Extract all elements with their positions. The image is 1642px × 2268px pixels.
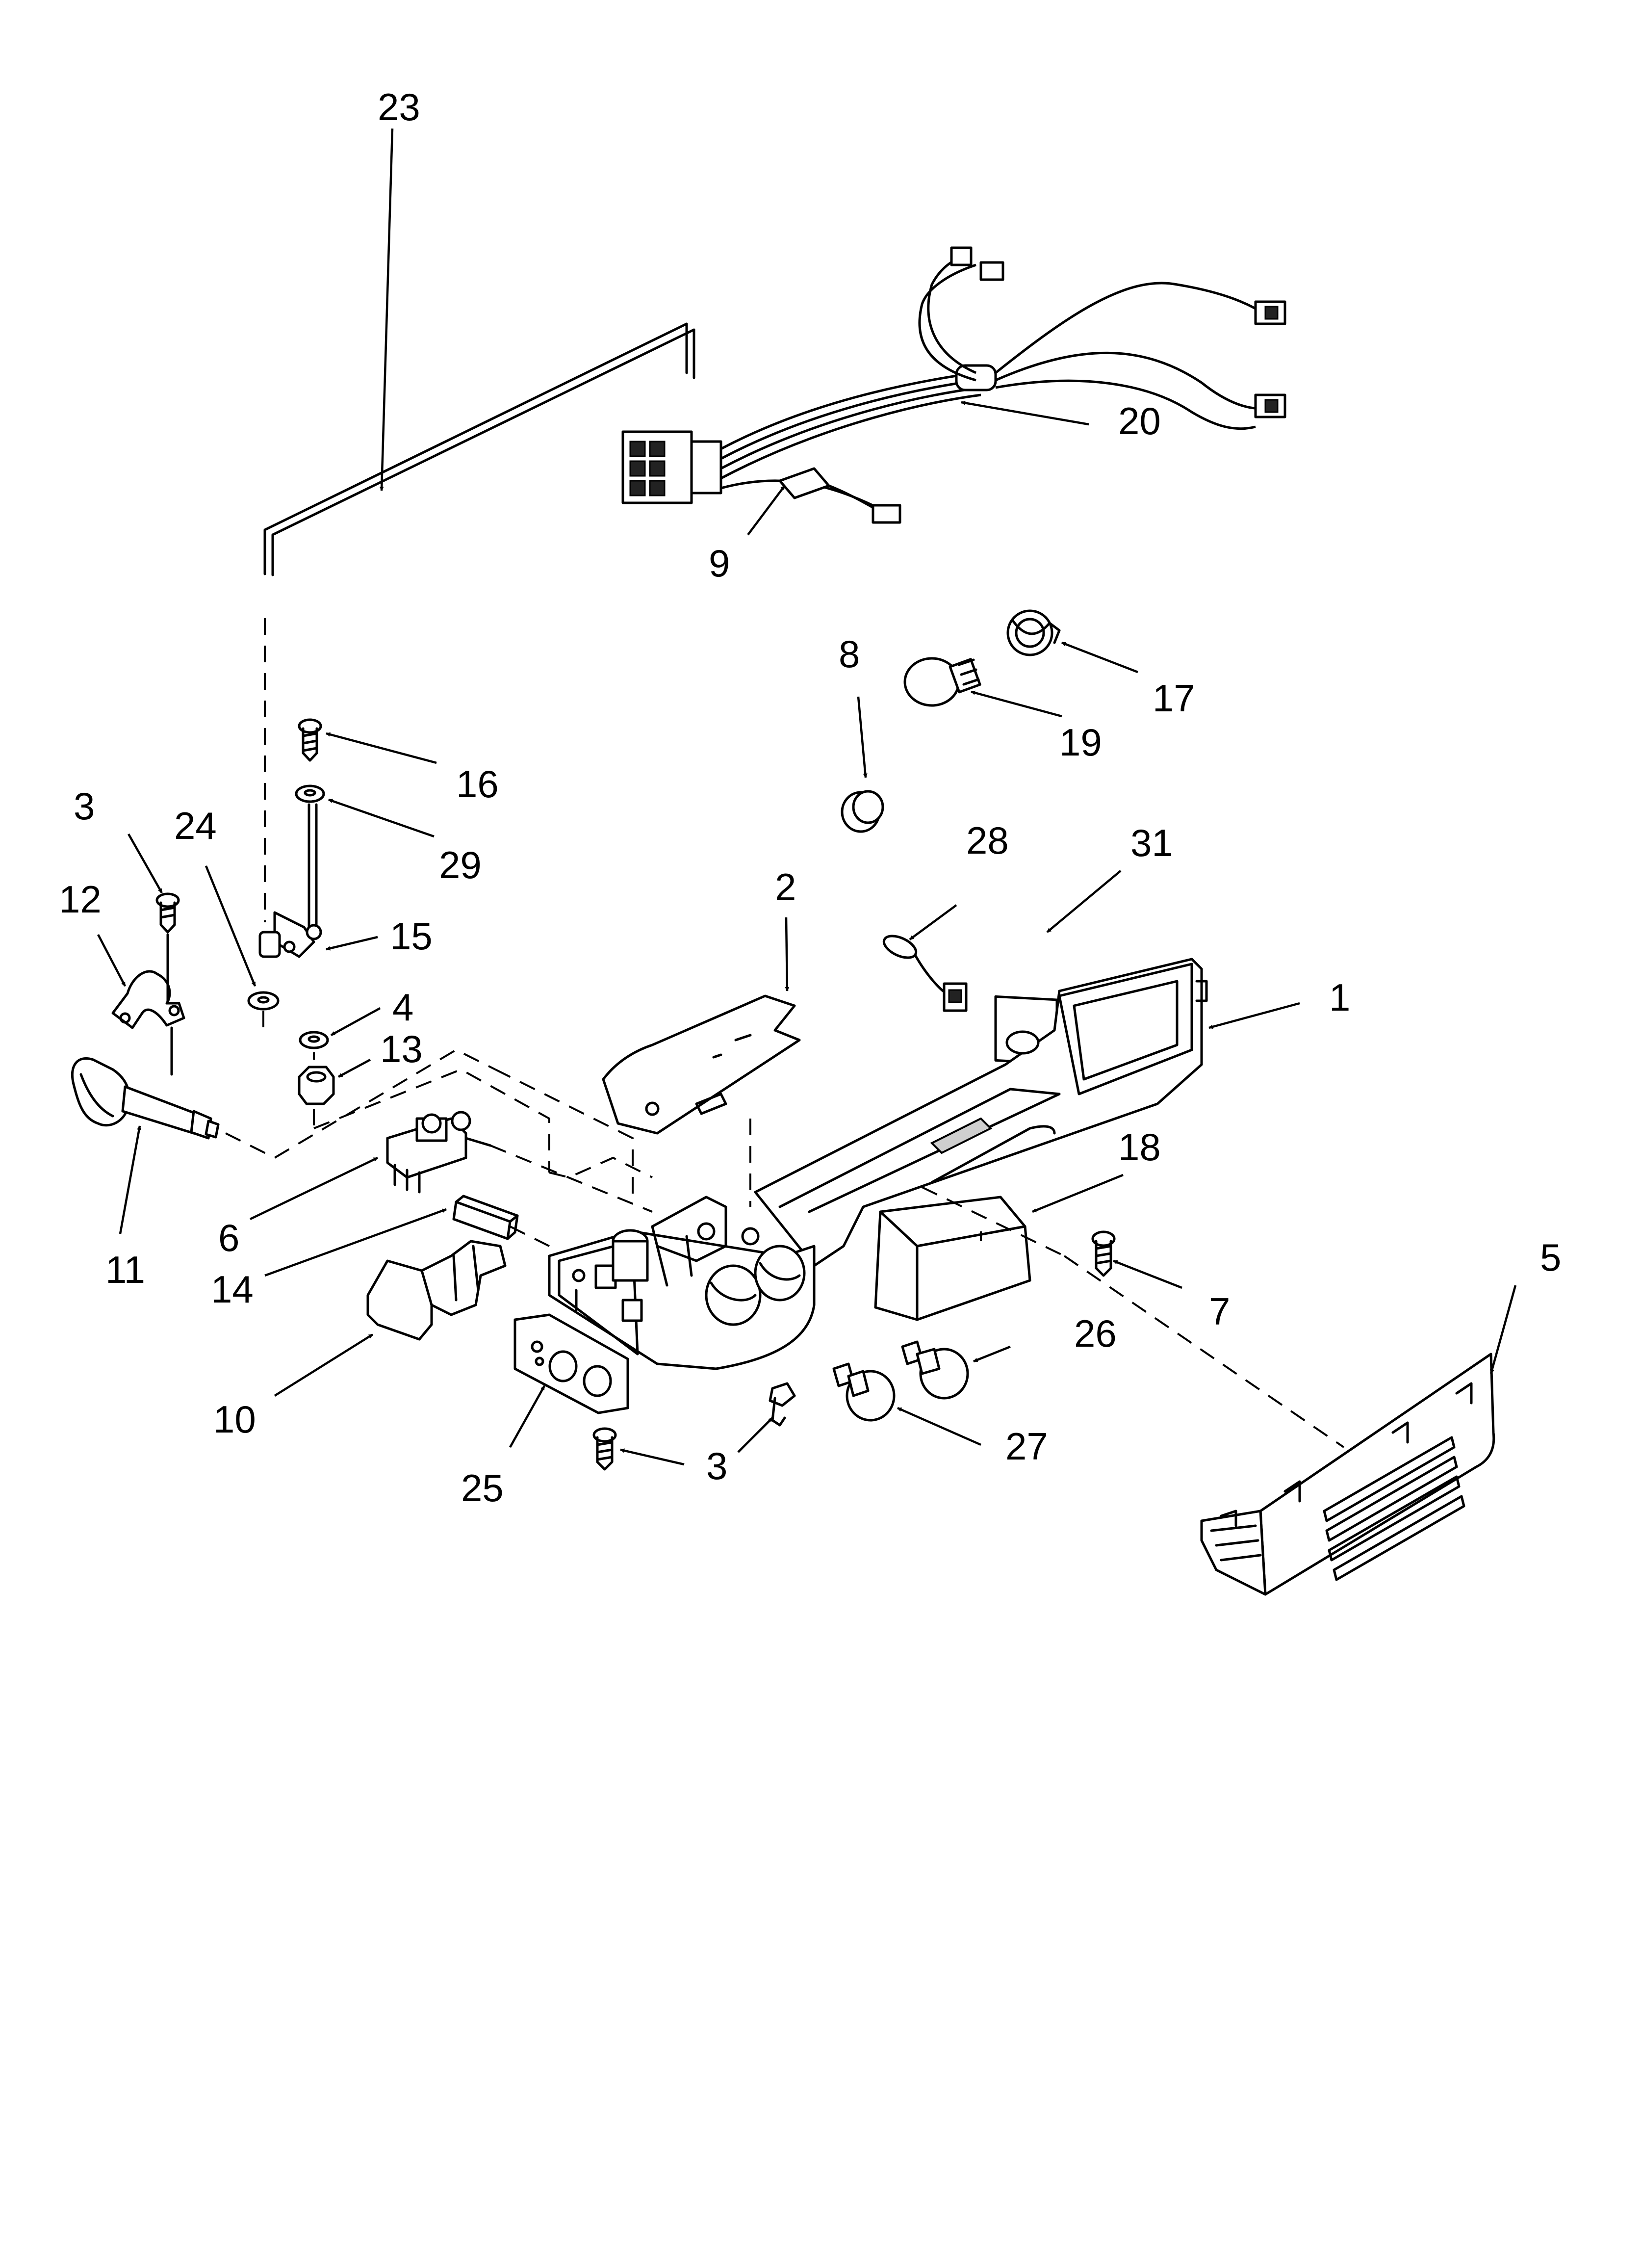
part-25-panel — [513, 1313, 629, 1414]
callout-31: 31 — [1130, 821, 1173, 864]
part-19-light-bulb — [903, 657, 981, 707]
part-27-knob — [832, 1362, 896, 1422]
part-14-bar — [452, 1195, 519, 1240]
callout-15: 15 — [390, 914, 433, 958]
callout-9: 9 — [709, 542, 730, 585]
callout-16: 16 — [456, 762, 499, 806]
callout-12: 12 — [59, 878, 102, 921]
part-29-washer — [295, 784, 325, 803]
part-7-screw — [1091, 1230, 1116, 1277]
part-26-knob — [901, 1340, 969, 1400]
part-5-grille — [1200, 1353, 1495, 1596]
part-10-cover — [366, 1240, 507, 1341]
callout-25: 25 — [461, 1466, 504, 1510]
part-13-nut — [298, 1066, 335, 1105]
callout-23: 23 — [378, 85, 420, 129]
callout-6: 6 — [218, 1216, 239, 1259]
callout-18: 18 — [1118, 1125, 1161, 1169]
callout-1: 1 — [1329, 976, 1350, 1019]
callout-3a: 3 — [74, 784, 95, 828]
part-8-plug — [841, 790, 884, 833]
part-18-duct — [874, 1196, 1031, 1321]
callout-7: 7 — [1209, 1290, 1230, 1333]
part-16-screw — [298, 718, 322, 762]
callout-4: 4 — [392, 986, 413, 1029]
callout-17: 17 — [1153, 677, 1195, 720]
callout-3b: 3 — [706, 1444, 727, 1487]
part-6-switch — [386, 1111, 492, 1194]
callout-8: 8 — [839, 632, 860, 676]
part-3-screw-upper — [155, 892, 180, 934]
part-15-linkage — [258, 803, 322, 958]
assembly-lines — [225, 618, 1345, 1448]
part-25-screw — [592, 1427, 617, 1471]
part-3-screw-lower — [769, 1382, 796, 1427]
leaders — [97, 128, 1517, 1466]
callout-27: 27 — [1005, 1425, 1048, 1468]
part-1-housing — [548, 958, 1208, 1370]
callout-labels: 23 20 9 8 17 19 16 29 3 24 12 15 4 13 28… — [59, 85, 1561, 1510]
callout-5: 5 — [1540, 1236, 1561, 1279]
callout-19: 19 — [1059, 721, 1102, 764]
callout-20: 20 — [1118, 399, 1161, 443]
part-11-shaft — [71, 1057, 220, 1140]
part-4-washer — [299, 1031, 329, 1049]
part-2-insulation — [602, 994, 801, 1135]
callout-10: 10 — [213, 1398, 256, 1441]
callout-2: 2 — [775, 865, 796, 909]
part-20-wire-harness — [621, 246, 1286, 524]
part-17-lamp-socket — [1006, 609, 1061, 656]
part-23-rod — [263, 322, 695, 576]
callout-28: 28 — [966, 819, 1009, 862]
callout-24: 24 — [174, 804, 217, 847]
callout-26: 26 — [1074, 1312, 1117, 1355]
part-28-sensor — [882, 935, 968, 1012]
callout-14: 14 — [211, 1268, 254, 1311]
part-24-washer — [247, 991, 280, 1011]
callout-11: 11 — [105, 1248, 145, 1291]
callout-13: 13 — [380, 1027, 423, 1070]
part-12-clamp — [111, 970, 185, 1029]
callout-29: 29 — [439, 843, 482, 886]
